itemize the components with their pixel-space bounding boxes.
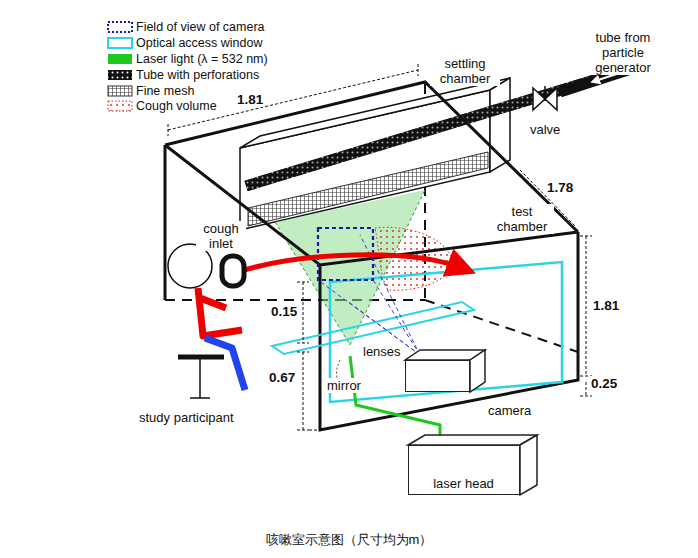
part-name: study participant xyxy=(138,410,235,425)
caption: 咳嗽室示意图（尺寸均为m） xyxy=(266,532,433,547)
box-label: camera xyxy=(488,403,531,418)
part-name: mirror xyxy=(326,378,362,393)
camera-box: camera xyxy=(405,360,470,392)
laser-head-box: laser head xyxy=(408,445,520,495)
legend-text: Tube with perforations xyxy=(136,68,259,82)
legend-text: Field of view of camera xyxy=(136,20,265,34)
dimension: 1.78 xyxy=(546,180,574,195)
legend-text: Cough volume xyxy=(136,99,217,113)
dimension: 1.81 xyxy=(592,298,620,313)
part-name: settling chamber xyxy=(430,56,500,86)
legend-text: Optical access window xyxy=(136,36,262,50)
dimension: 0.15 xyxy=(270,304,298,319)
legend-swatch xyxy=(108,54,132,64)
part-name: tube from particle generator xyxy=(572,30,674,75)
dimension: 0.25 xyxy=(590,376,618,391)
legend-text: Laser light (λ = 532 nm) xyxy=(136,52,268,66)
part-name: lenses xyxy=(362,344,402,359)
dimension: 0.67 xyxy=(268,370,296,385)
dimension: 1.81 xyxy=(236,92,264,107)
part-name: test chamber xyxy=(490,204,554,234)
legend-text: Fine mesh xyxy=(136,84,194,98)
part-name: cough inlet xyxy=(196,221,246,251)
box-label: laser head xyxy=(433,476,494,491)
part-name: valve xyxy=(529,122,561,137)
